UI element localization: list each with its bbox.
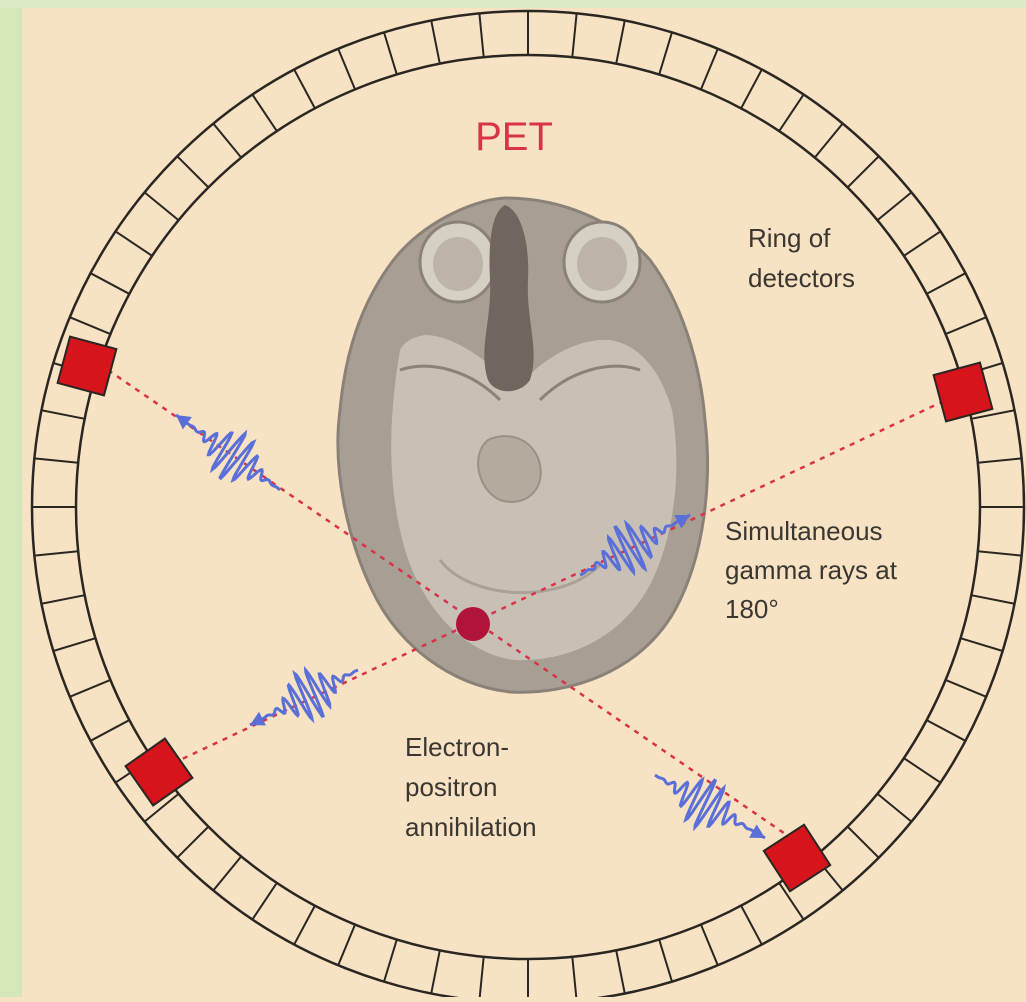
detector-cell-divider xyxy=(294,906,315,945)
gamma-label-line-2: gamma rays at xyxy=(725,555,898,585)
ring-label-line-1: Ring of xyxy=(748,223,831,253)
detector-cell-divider xyxy=(946,317,987,334)
gamma-wave xyxy=(655,775,765,838)
detector-cell-divider xyxy=(213,856,241,890)
detector-cell-divider xyxy=(616,950,625,993)
detector-cell-divider xyxy=(978,551,1022,555)
annihilation-label-line-2: positron xyxy=(405,772,498,802)
detector-cell-divider xyxy=(384,32,397,74)
detector-cell-divider xyxy=(659,940,672,982)
detector-cell-divider xyxy=(116,231,153,255)
right-eye xyxy=(577,237,627,291)
detector-cell-divider xyxy=(848,156,879,187)
gamma-label-line-1: Simultaneous xyxy=(725,516,883,546)
detector-cell-divider xyxy=(338,925,355,966)
detector-cell-divider xyxy=(927,273,966,294)
detector-cell-divider xyxy=(572,13,576,57)
detector-cell-divider xyxy=(848,827,879,858)
detector-cell-divider xyxy=(42,410,85,419)
active-detector xyxy=(126,739,193,806)
detector-cell-divider xyxy=(338,49,355,90)
detector-cell-divider xyxy=(91,273,130,294)
detector-cell-divider xyxy=(479,957,483,997)
gamma-wave xyxy=(176,415,280,490)
detector-cell-divider xyxy=(815,124,843,158)
detector-cell-divider xyxy=(741,906,762,945)
annihilation-point xyxy=(456,607,490,641)
detector-cell-divider xyxy=(904,758,941,782)
detector-cell-divider xyxy=(877,192,911,220)
detector-cell-divider xyxy=(42,595,85,604)
detector-cell-divider xyxy=(616,21,625,64)
detector-cell-divider xyxy=(978,458,1022,462)
detector-cell-divider xyxy=(252,883,276,920)
detector-cell-divider xyxy=(877,794,911,822)
detector-cell-divider xyxy=(779,95,803,132)
gamma-label-line-3: 180° xyxy=(725,594,779,624)
ring-label-line-2: detectors xyxy=(748,263,855,293)
left-eye xyxy=(433,237,483,291)
ring-of-detectors-label: Ring of detectors xyxy=(748,223,855,293)
detector-cell-divider xyxy=(946,680,987,697)
detector-cell-divider xyxy=(431,21,440,64)
detector-cell-divider xyxy=(701,925,718,966)
detector-cell-divider xyxy=(294,70,315,109)
active-detector xyxy=(764,825,830,891)
detector-cell-divider xyxy=(384,940,397,982)
detector-cell-divider xyxy=(34,458,78,462)
detector-cell-divider xyxy=(53,638,95,651)
detector-cell-divider xyxy=(252,95,276,132)
detector-cell-divider xyxy=(145,192,179,220)
detector-cell-divider xyxy=(659,32,672,74)
detector-cell-divider xyxy=(479,13,483,57)
annihilation-label-line-3: annihilation xyxy=(405,812,537,842)
detector-cell-divider xyxy=(904,231,941,255)
detector-cell-divider xyxy=(91,720,130,741)
brain-scan-image xyxy=(338,198,708,692)
detector-cell-divider xyxy=(701,49,718,90)
detector-cell-divider xyxy=(213,124,241,158)
detector-cell-divider xyxy=(177,156,208,187)
detector-cell-divider xyxy=(70,317,111,334)
active-detector xyxy=(934,363,993,422)
detector-cell-divider xyxy=(431,950,440,993)
frame-top-strip xyxy=(0,0,1026,8)
gamma-wave xyxy=(250,670,358,725)
active-detector xyxy=(58,337,117,396)
frame-left-strip xyxy=(0,0,22,997)
detector-cell-divider xyxy=(572,957,576,997)
annihilation-label-line-1: Electron- xyxy=(405,732,509,762)
detector-cell-divider xyxy=(70,680,111,697)
detector-cell-divider xyxy=(971,595,1014,604)
detector-cell-divider xyxy=(741,70,762,109)
detector-cell-divider xyxy=(177,827,208,858)
diagram-title: PET xyxy=(475,115,553,159)
gamma-rays-label: Simultaneous gamma rays at 180° xyxy=(725,516,904,624)
detector-cell-divider xyxy=(34,551,78,555)
detector-cell-divider xyxy=(927,720,966,741)
annihilation-label: Electron- positron annihilation xyxy=(405,732,537,842)
detector-cell-divider xyxy=(961,638,1003,651)
